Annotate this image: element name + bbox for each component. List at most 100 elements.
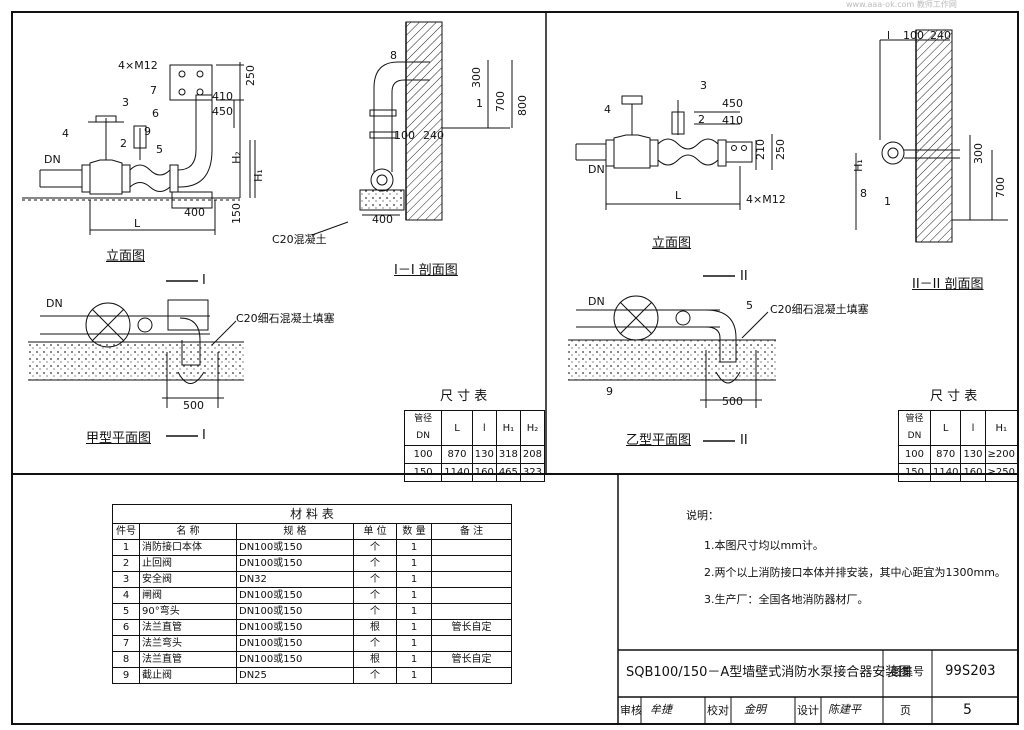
table-cell: 5 [112,603,140,620]
table-cell: 323 [519,463,546,482]
table-cell: 100 [403,445,443,464]
dim-a-150: 150 [230,203,243,224]
watermark: www.aaa-ok.com 教师工作网 [846,0,957,9]
dim-a-450: 450 [212,105,233,118]
table-cell: 1 [396,571,432,588]
h2-label-a: H₂ [229,151,243,164]
table-cell: 个 [353,571,397,588]
callout-a-2: 2 [120,137,127,150]
table-row: 100 870 130 318 208 [403,445,546,464]
callout-a-1: 1 [476,97,483,110]
table-cell: ≥200 [984,445,1019,464]
note-item: 3.生产厂：全国各地消防器材厂。 [704,593,869,606]
table-cell: 1 [396,603,432,620]
table-cell [431,635,512,652]
table-cell: 1 [396,539,432,556]
table-cell: 根 [353,651,397,668]
table-header: H₁ [984,410,1019,446]
table-cell: 465 [495,463,521,482]
table-cell: 法兰直管 [139,619,237,636]
review-signature: 牟捷 [650,703,672,716]
table-cell: 1 [112,539,140,556]
table-header: 件号 [112,523,140,540]
table-row: 150 1140 160 ≥250 [898,463,1019,482]
table-cell: 安全阀 [139,571,237,588]
section-view-a [359,21,513,221]
dim-table-title-a: 尺 寸 表 [440,389,488,404]
table-row: 150 1140 160 465 323 [403,463,546,482]
table-cell: 管长自定 [431,619,512,636]
atlas-number: 99S203 [945,663,996,679]
table-cell [431,571,512,588]
callout-b-5: 5 [746,299,753,312]
dimension-table-b: 管径 DN L l H₁ 100 870 130 ≥200 150 1140 1… [898,410,1019,482]
table-cell: ≥250 [984,463,1019,482]
front-view-b [575,95,773,210]
table-cell: DN100或150 [236,539,354,556]
table-cell: 3 [112,571,140,588]
table-cell: 1 [396,587,432,604]
table-cell [431,587,512,604]
design-label: 设计 [797,704,819,717]
table-cell: 1 [396,635,432,652]
table-header: 备 注 [431,523,512,540]
callout-b-8: 8 [860,187,867,200]
callout-a-9: 9 [144,125,151,138]
section-mark-a-bottom: I [202,428,206,443]
table-cell: 个 [353,667,397,684]
callout-b-3: 3 [700,79,707,92]
dim-a-240: 240 [423,129,444,142]
table-cell: 1 [396,555,432,572]
table-cell: 截止阀 [139,667,237,684]
table-cell: 130 [471,445,497,464]
table-cell: 1 [396,651,432,668]
dim-a-410: 410 [212,90,233,103]
dim-a-250: 250 [244,65,257,86]
bolt-label-a: 4×M12 [118,59,158,72]
table-cell: 150 [403,463,443,482]
table-cell [431,539,512,556]
table-cell: 个 [353,555,397,572]
table-cell: 个 [353,539,397,556]
table-header: 单 位 [353,523,397,540]
table-cell: 318 [495,445,521,464]
table-header: 管径 DN [403,410,443,446]
dim-a-400b: 400 [372,213,393,226]
table-header: l [960,410,986,446]
section-mark-b-bottom: II [740,433,748,448]
table-cell: 个 [353,587,397,604]
page-label: 页 [900,704,911,717]
dim-b-100: 100 [903,29,924,42]
plan-title-b: 乙型平面图 [626,433,692,448]
table-cell: DN25 [236,667,354,684]
table-cell: 法兰弯头 [139,635,237,652]
table-row: 管径 DN L l H₁ [898,410,1019,446]
table-cell: DN32 [236,571,354,588]
table-cell: 根 [353,619,397,636]
table-cell: 870 [929,445,962,464]
table-cell: DN100或150 [236,555,354,572]
table-header: 规 格 [236,523,354,540]
table-cell [431,667,512,684]
h1-label-a: H₁ [251,169,265,182]
section-view-b [855,29,1008,243]
dim-a-500: 500 [183,399,204,412]
design-signature: 陈建平 [828,703,861,716]
table-cell: DN100或150 [236,603,354,620]
l-label-b: l [887,29,891,42]
table-cell: 160 [471,463,497,482]
note-item: 1.本图尺寸均以mm计。 [704,539,824,552]
plan-view-a [28,299,244,408]
check-label: 校对 [707,704,729,717]
dn-label-a-plan: DN [46,297,63,310]
note-item: 2.两个以上消防接口本体并排安装，其中心距宜为1300mm。 [704,566,1006,579]
table-cell: 消防接口本体 [139,539,237,556]
section-title-a: I－I 剖面图 [394,263,458,278]
callout-a-3: 3 [122,96,129,109]
dimension-table-a: 管径 DN L l H₁ H₂ 100 870 130 318 208 150 … [403,410,546,482]
